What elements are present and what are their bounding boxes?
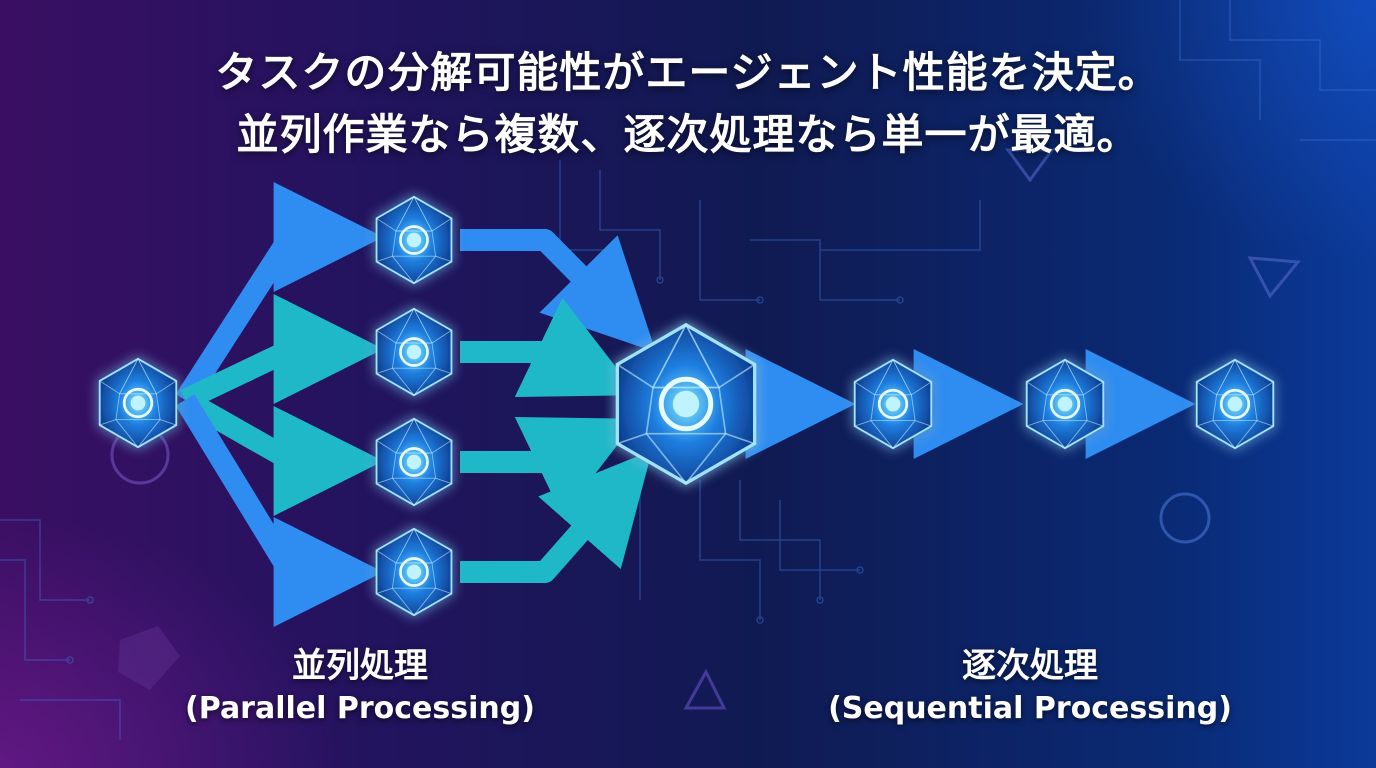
decor-cube — [118, 626, 180, 690]
headline-line-1: タスクの分解可能性がエージェント性能を決定。 — [215, 48, 1161, 97]
arrow-to-worker-4 — [175, 394, 384, 627]
parallel-caption: 並列処理 (Parallel Processing) — [150, 644, 570, 730]
worker-node-2 — [375, 307, 453, 397]
circuit-traces — [0, 0, 1376, 740]
arrow-to-worker-2 — [180, 294, 384, 410]
headline-line-2: 並列作業なら複数、逐次処理なら単一が最適。 — [236, 110, 1140, 159]
arrow-from-worker-3 — [460, 416, 638, 517]
arrow-from-worker-2 — [460, 297, 638, 398]
sequential-node-3 — [1195, 358, 1275, 450]
sequential-caption: 逐次処理 (Sequential Processing) — [800, 644, 1260, 730]
arrow-from-worker-4 — [460, 450, 653, 583]
source-node — [98, 357, 178, 449]
fan-in-arrows — [460, 229, 656, 583]
arrow-from-worker-1 — [460, 229, 656, 353]
arrow-to-worker-1 — [175, 182, 384, 406]
worker-node-3 — [375, 417, 453, 507]
sequential-node-2 — [1025, 358, 1105, 450]
sequential-label-jp: 逐次処理 — [962, 646, 1098, 686]
arrow-to-worker-3 — [179, 390, 384, 516]
fan-out-arrows — [175, 182, 384, 627]
parallel-label-jp: 並列処理 — [292, 646, 428, 686]
worker-node-1 — [375, 195, 453, 285]
parallel-label-en: (Parallel Processing) — [185, 691, 535, 726]
sequential-label-en: (Sequential Processing) — [828, 691, 1232, 726]
worker-node-4 — [375, 527, 453, 617]
sequential-node-1 — [853, 358, 933, 450]
hub-node — [617, 325, 754, 483]
